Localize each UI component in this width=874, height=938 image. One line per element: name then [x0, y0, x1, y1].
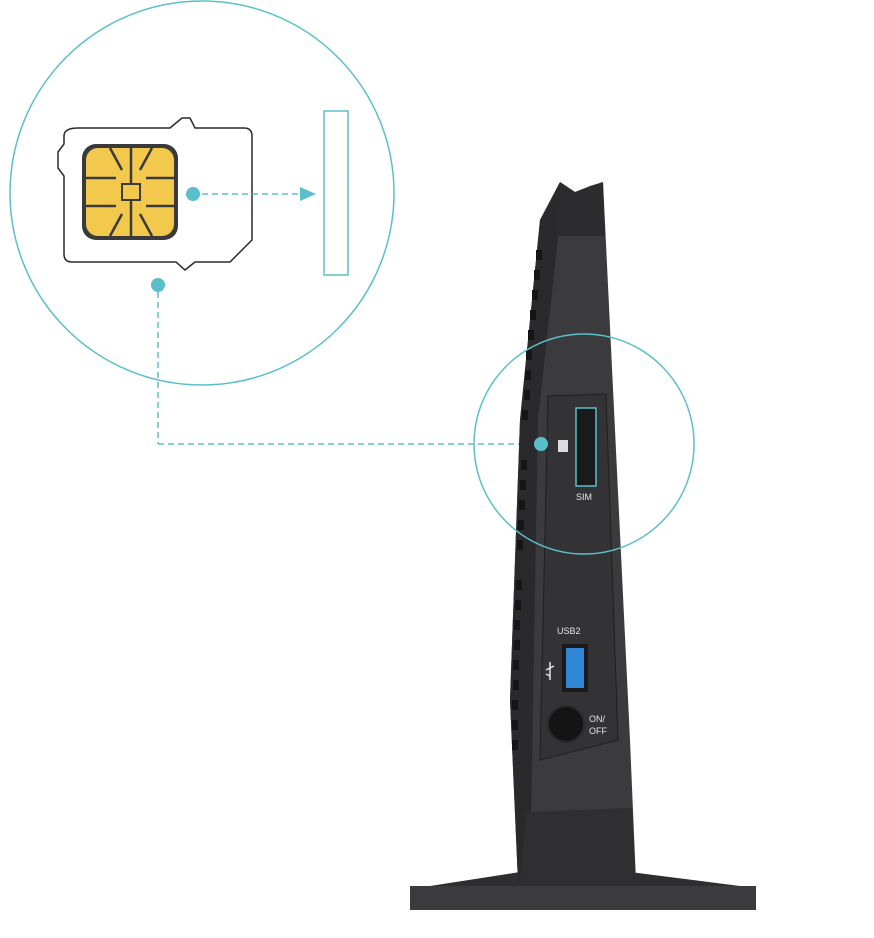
sim-highlight-circle [473, 333, 695, 555]
sim-port-label: SIM [576, 492, 592, 502]
usb-port-insert [566, 648, 584, 688]
device-sim-slot[interactable] [575, 407, 597, 487]
power-button[interactable] [547, 705, 585, 743]
usb-icon [545, 662, 555, 680]
sim-slot-outline [323, 110, 349, 276]
zoom-callout-circle [9, 0, 395, 386]
device-sim-card-icon [558, 440, 568, 452]
power-label-line1: ON/ [589, 714, 606, 724]
usb-port-label: USB2 [557, 626, 581, 636]
router-device [410, 182, 756, 910]
sim-highlight-dot [534, 437, 548, 451]
insert-arrow-icon [186, 187, 316, 201]
power-label-line2: OFF [589, 726, 607, 736]
sim-card-icon [57, 117, 253, 271]
callout-connector [151, 278, 534, 445]
